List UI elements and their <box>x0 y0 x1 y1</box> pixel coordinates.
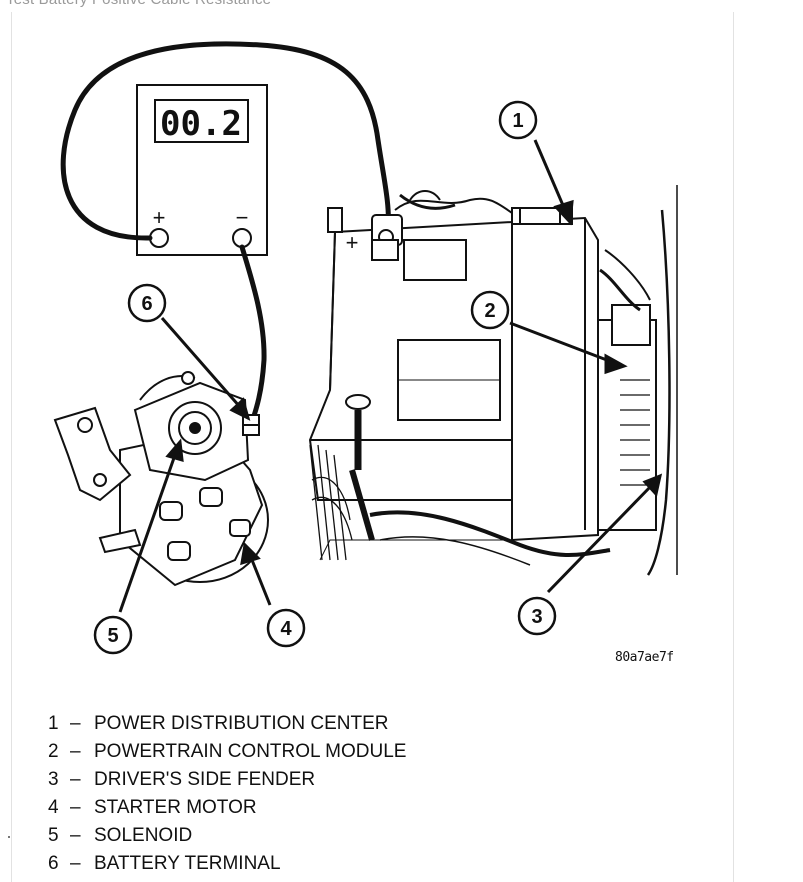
callout-6: 6 <box>127 283 167 323</box>
legend-label: DRIVER'S SIDE FENDER <box>94 769 316 790</box>
svg-text:6: 6 <box>141 293 152 315</box>
callout-5: 5 <box>93 615 133 655</box>
multimeter: 00.2 + − <box>136 84 268 256</box>
legend-label: BATTERY TERMINAL <box>94 853 281 874</box>
negative-test-lead <box>239 244 267 425</box>
svg-text:4: 4 <box>280 618 292 640</box>
callout-1: 1 <box>498 100 538 140</box>
callout-2: 2 <box>470 290 510 330</box>
legend-item: 4 – STARTER MOTOR <box>48 797 257 818</box>
page-caption: Test Battery Positive Cable Resistance <box>6 0 271 8</box>
callout-3: 3 <box>517 596 557 636</box>
legend-label: POWER DISTRIBUTION CENTER <box>94 713 389 734</box>
svg-text:5: 5 <box>107 625 118 647</box>
engine-bay <box>308 185 678 576</box>
callout-leaders <box>118 139 663 613</box>
meter-negative-sign: − <box>236 205 249 230</box>
legend-item: 2 – POWERTRAIN CONTROL MODULE <box>48 741 407 762</box>
svg-text:1: 1 <box>512 110 523 132</box>
legend-item: 6 – BATTERY TERMINAL <box>48 853 281 874</box>
meter-readout: 00.2 <box>160 104 242 144</box>
legend-label: SOLENOID <box>94 825 193 846</box>
battery-positive-sign: + <box>346 230 359 255</box>
svg-text:3: 3 <box>531 606 542 628</box>
legend: 1 – POWER DISTRIBUTION CENTER 2 – POWERT… <box>48 710 406 878</box>
legend-label: POWERTRAIN CONTROL MODULE <box>94 741 407 762</box>
starter-motor <box>53 371 269 587</box>
wiring-diagram: 00.2 + − <box>53 41 678 655</box>
legend-item: 1 – POWER DISTRIBUTION CENTER <box>48 713 389 734</box>
legend-label: STARTER MOTOR <box>94 797 257 818</box>
drivers-side-fender <box>646 209 671 576</box>
meter-positive-jack <box>149 228 169 248</box>
legend-item: 5 – SOLENOID <box>48 825 193 846</box>
meter-negative-jack <box>232 228 252 248</box>
positive-test-lead <box>60 41 391 241</box>
callout-4: 4 <box>266 608 306 648</box>
figure-code: 80a7ae7f <box>615 650 674 665</box>
stray-mark <box>8 836 10 838</box>
svg-text:2: 2 <box>484 300 495 322</box>
legend-item: 3 – DRIVER'S SIDE FENDER <box>48 769 316 790</box>
meter-positive-sign: + <box>153 205 166 230</box>
